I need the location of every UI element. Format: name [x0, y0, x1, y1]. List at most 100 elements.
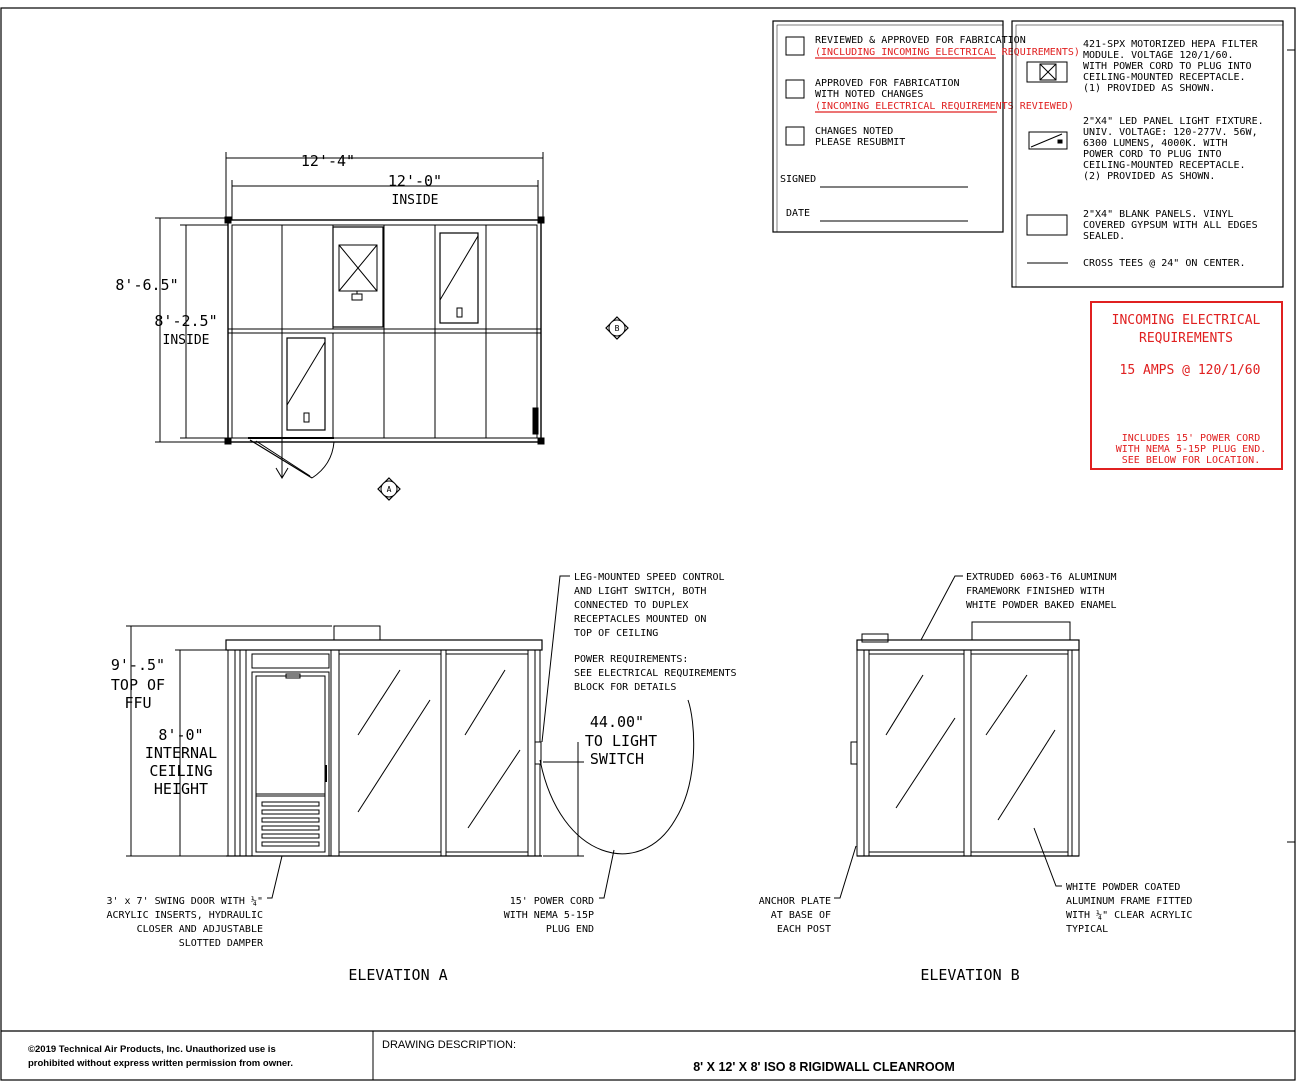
marker-b-label: B [615, 324, 620, 333]
switch-height-2: TO LIGHT [585, 732, 657, 750]
elev-a-ceiling-height-4: HEIGHT [154, 780, 208, 798]
plan-view [155, 152, 545, 479]
power-note-3: BLOCK FOR DETAILS [574, 682, 676, 693]
legend-box: 421-SPX MOTORIZED HEPA FILTER MODULE. VO… [1011, 20, 1284, 288]
panel-note-1: WHITE POWDER COATED [1066, 882, 1180, 893]
option-3-line-1: CHANGES NOTED [815, 126, 893, 137]
elevation-b-title: ELEVATION B [920, 966, 1019, 984]
plan-inside-depth: 8'-2.5" [154, 312, 217, 330]
switch-height-3: SWITCH [590, 750, 644, 768]
door-note-2: ACRYLIC INSERTS, HYDRAULIC [106, 910, 263, 921]
marker-a-label: A [387, 485, 392, 494]
plan-door-swing [248, 437, 335, 479]
anchor-note-1: ANCHOR PLATE [759, 896, 831, 907]
elev-a-ceiling-height-3: CEILING [149, 762, 212, 780]
elev-a-ffu [333, 625, 381, 641]
legend-1-line-1: 421-SPX MOTORIZED HEPA FILTER [1083, 39, 1259, 50]
plan-inside-width: 12'-0" [388, 172, 442, 190]
plan-outside-depth: 8'-6.5" [115, 276, 178, 294]
cord-note-3: PLUG END [546, 924, 594, 935]
power-note-1: POWER REQUIREMENTS: [574, 654, 688, 665]
electrical-rating: 15 AMPS @ 120/1/60 [1120, 363, 1261, 378]
legend-4-line-1: CROSS TEES @ 24" ON CENTER. [1083, 258, 1246, 269]
legend-2-line-6: (2) PROVIDED AS SHOWN. [1083, 171, 1215, 182]
speed-control-note-5: TOP OF CEILING [574, 628, 658, 639]
elev-a-door [251, 653, 330, 857]
legend-3-line-3: SEALED. [1083, 231, 1125, 242]
plan-outside-width: 12'-4" [301, 152, 355, 170]
electrical-note-2: WITH NEMA 5-15P PLUG END. [1116, 444, 1267, 455]
legend-2-line-2: UNIV. VOLTAGE: 120-277V. 56W, [1083, 127, 1258, 138]
approve-checkbox[interactable] [785, 36, 805, 56]
approval-stamp: REVIEWED & APPROVED FOR FABRICATION (INC… [772, 20, 1080, 233]
hepa-filter-icon [1026, 61, 1068, 83]
speed-control-note-4: RECEPTACLES MOUNTED ON [574, 614, 706, 625]
speed-control-note-3: CONNECTED TO DUPLEX [574, 600, 688, 611]
plan-light-fixture-icon [286, 337, 326, 431]
door-note-3: CLOSER AND ADJUSTABLE [137, 924, 263, 935]
door-note-1: 3' x 7' SWING DOOR WITH ¼" [106, 895, 263, 907]
elev-a-power-cord [539, 699, 695, 855]
drawing-description: 8' X 12' X 8' ISO 8 RIGIDWALL CLEANROOM [693, 1060, 955, 1074]
panel-note-leader [1033, 827, 1062, 887]
legend-1-line-2: MODULE. VOLTAGE 120/1/60. [1083, 50, 1234, 61]
option-3-line-2: PLEASE RESUBMIT [815, 137, 905, 148]
plan-inside-depth-note: INSIDE [163, 333, 210, 348]
sheet-border [0, 7, 1296, 1081]
legend-2-line-1: 2"X4" LED PANEL LIGHT FIXTURE. [1083, 116, 1264, 127]
speed-control-note-1: LEG-MOUNTED SPEED CONTROL [574, 572, 725, 583]
legend-1-line-5: (1) PROVIDED AS SHOWN. [1083, 83, 1215, 94]
section-marker-a: A [377, 477, 401, 501]
copyright-line-2: prohibited without express written permi… [28, 1058, 293, 1069]
elevation-a-drawing [126, 575, 695, 899]
electrical-note-3: SEE BELOW FOR LOCATION. [1122, 455, 1260, 466]
electrical-title-2: REQUIREMENTS [1139, 331, 1233, 346]
plan-speed-control-box [532, 407, 539, 435]
elev-a-speed-control [534, 741, 542, 765]
option-1-line-2: (INCLUDING INCOMING ELECTRICAL REQUIREME… [815, 47, 1080, 58]
elev-a-ffu-height-3: FFU [124, 694, 151, 712]
ceiling-grid-outline [227, 219, 542, 443]
legend-3-line-1: 2"X4" BLANK PANELS. VINYL [1083, 209, 1234, 220]
electrical-title-1: INCOMING ELECTRICAL [1112, 313, 1261, 328]
anchor-note-3: EACH POST [777, 924, 831, 935]
copyright-line-1: ©2019 Technical Air Products, Inc. Unaut… [28, 1044, 276, 1055]
door-slotted-damper [261, 801, 320, 847]
elev-a-ceiling-height-2: INTERNAL [145, 744, 217, 762]
date-label: DATE [786, 208, 810, 219]
plan-hepa-filter-icon [332, 226, 384, 328]
elevation-b-drawing [834, 575, 1080, 899]
approve-with-changes-checkbox[interactable] [785, 79, 805, 99]
anchor-note-leader [834, 845, 857, 899]
resubmit-checkbox[interactable] [785, 126, 805, 146]
elev-b-ffu [971, 621, 1071, 641]
panel-note-4: TYPICAL [1066, 924, 1108, 935]
door-note-4: SLOTTED DAMPER [179, 938, 264, 949]
panel-note-2: ALUMINUM FRAME FITTED [1066, 896, 1192, 907]
legend-2-line-5: CEILING-MOUNTED RECEPTACLE. [1083, 160, 1246, 171]
title-block: ©2019 Technical Air Products, Inc. Unaut… [1, 1030, 1295, 1080]
option-2-line-3: (INCOMING ELECTRICAL REQUIREMENTS REVIEW… [815, 101, 1074, 112]
speed-control-leader [541, 575, 570, 743]
option-1-line-1: REVIEWED & APPROVED FOR FABRICATION [815, 35, 1026, 46]
option-2-line-1: APPROVED FOR FABRICATION [815, 78, 960, 89]
electrical-note-1: INCLUDES 15' POWER CORD [1122, 433, 1260, 444]
frame-note-1: EXTRUDED 6063-T6 ALUMINUM [966, 572, 1117, 583]
section-marker-b: B [605, 316, 629, 340]
door-note-leader [267, 855, 283, 899]
option-2-line-2: WITH NOTED CHANGES [815, 89, 923, 100]
elevation-a-title: ELEVATION A [348, 966, 447, 984]
legend-2-line-4: POWER CORD TO PLUG INTO [1083, 149, 1221, 160]
legend-1-line-4: CEILING-MOUNTED RECEPTACLE. [1083, 72, 1246, 83]
legend-3-line-2: COVERED GYPSUM WITH ALL EDGES [1083, 220, 1258, 231]
speed-control-note-2: AND LIGHT SWITCH, BOTH [574, 586, 706, 597]
switch-height-1: 44.00" [590, 713, 644, 731]
plan-light-fixture-icon [439, 232, 479, 324]
panel-note-3: WITH ¼" CLEAR ACRYLIC [1066, 909, 1192, 921]
elev-a-ceiling-height-1: 8'-0" [158, 726, 203, 744]
elev-a-ffu-height-2: TOP OF [111, 676, 165, 694]
led-light-fixture-icon [1028, 131, 1068, 150]
cord-note-leader [599, 849, 615, 899]
cord-note-1: 15' POWER CORD [510, 896, 594, 907]
